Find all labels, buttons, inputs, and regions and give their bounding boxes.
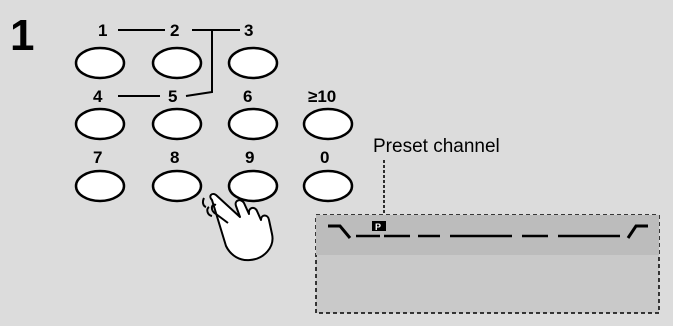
display-right-bracket xyxy=(626,224,648,239)
key-button-9[interactable] xyxy=(227,169,279,203)
preset-indicator-box xyxy=(372,221,386,231)
step-number: 1 xyxy=(10,11,34,60)
key-button-6[interactable] xyxy=(227,107,279,141)
key-label-6: 6 xyxy=(243,87,252,106)
key-label-9: 9 xyxy=(245,148,254,167)
display-panel: P xyxy=(315,214,660,314)
display-left-bracket xyxy=(328,224,352,239)
key-label-0: 0 xyxy=(320,148,329,167)
key-label-4: 4 xyxy=(93,87,103,106)
key-connector-lines xyxy=(118,29,240,97)
key-label-2: 2 xyxy=(170,21,179,40)
key-label-7: 7 xyxy=(93,148,102,167)
key-label-1: 1 xyxy=(98,21,107,40)
key-button-3[interactable] xyxy=(227,46,279,80)
key-button-2[interactable] xyxy=(151,46,203,80)
key-button-8[interactable] xyxy=(151,169,203,203)
preset-indicator: P xyxy=(375,222,381,232)
key-label-8: 8 xyxy=(170,148,179,167)
key-button-0[interactable] xyxy=(302,169,354,203)
key-button-10plus[interactable] xyxy=(302,107,354,141)
key-label-5: 5 xyxy=(168,87,177,106)
key-button-7[interactable] xyxy=(74,169,126,203)
key-label-3: 3 xyxy=(244,21,253,40)
key-label-10plus: ≥10 xyxy=(308,87,336,106)
key-button-4[interactable] xyxy=(74,107,126,141)
key-button-5[interactable] xyxy=(151,107,203,141)
preset-channel-label: Preset channel xyxy=(373,136,500,157)
pointing-hand-icon xyxy=(201,192,274,262)
key-button-1[interactable] xyxy=(74,46,126,80)
